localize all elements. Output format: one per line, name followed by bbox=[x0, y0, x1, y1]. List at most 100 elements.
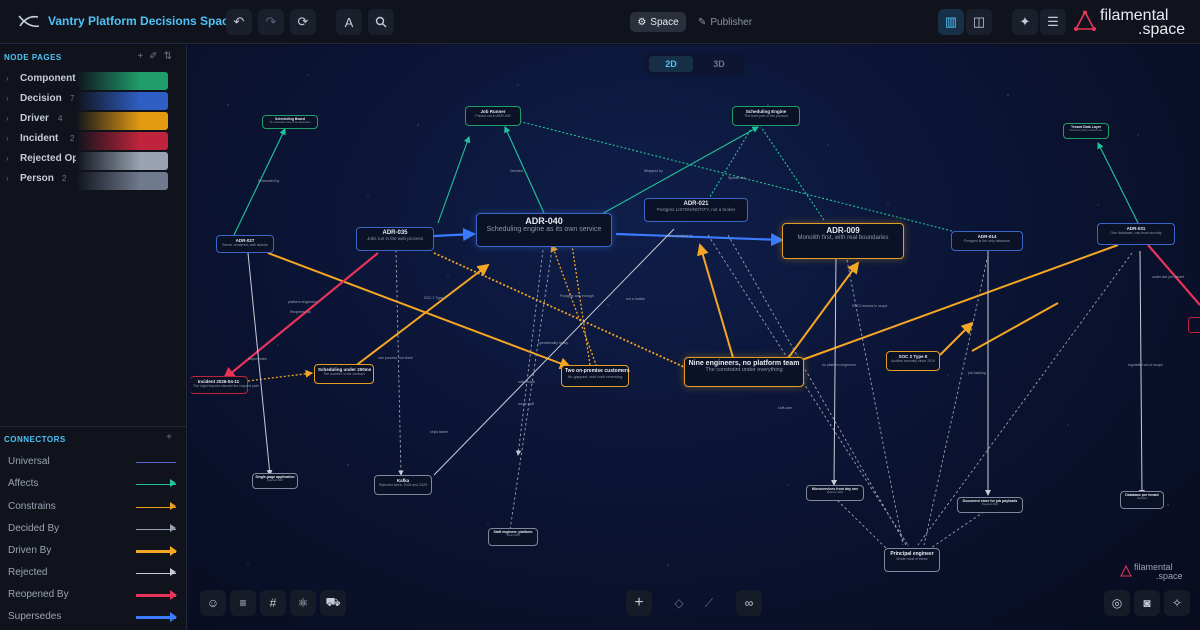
node-adr-021[interactable]: ADR-021 Postgres LISTEN/NOTIFY, not a br… bbox=[644, 198, 748, 222]
connector-affects[interactable]: Affects bbox=[0, 476, 187, 494]
redo-button[interactable]: ↷ bbox=[258, 9, 284, 35]
connector-driven-by[interactable]: Driven By bbox=[0, 543, 187, 561]
node-page-decision[interactable]: › Decision 7 bbox=[0, 91, 187, 110]
node-pages-actions[interactable]: +✐⇅ bbox=[137, 51, 178, 62]
chevron-right-icon[interactable]: › bbox=[6, 114, 9, 123]
triangle-logo-icon bbox=[1074, 10, 1096, 31]
menu-button[interactable]: ☰ bbox=[1040, 9, 1066, 35]
align-icon[interactable]: ≡ bbox=[230, 590, 256, 616]
connector-reopened-by[interactable]: Reopened By bbox=[0, 587, 187, 605]
node-adr-035[interactable]: ADR-035 Jobs run in the web process bbox=[356, 227, 434, 251]
view-mode-toggle[interactable]: 2D 3D bbox=[645, 53, 745, 75]
canvas-watermark: filamental .space bbox=[1120, 562, 1190, 582]
chevron-right-icon[interactable]: › bbox=[6, 134, 9, 143]
edge-label: shift-over bbox=[778, 406, 793, 410]
edge-label: job backlog bbox=[968, 371, 986, 375]
edge-label: ships faster bbox=[430, 430, 448, 434]
graph-canvas[interactable]: 2D 3D Scheduled by Decided Wrapped by Re… bbox=[188, 45, 1200, 630]
color-swatch[interactable] bbox=[76, 132, 168, 150]
node-database-per-tenant[interactable]: Database per tenant Rejected bbox=[1120, 491, 1164, 509]
node-page-person[interactable]: › Person 2 bbox=[0, 171, 187, 190]
edge-label: no platform engineers bbox=[822, 363, 856, 367]
pin-icon[interactable]: ✧ bbox=[1164, 590, 1190, 616]
search-icon bbox=[375, 16, 387, 28]
node-adr-014[interactable]: ADR-014 Postgres is the only datastore bbox=[951, 231, 1023, 251]
node-microservices[interactable]: Microservices from day one Rejected 2020 bbox=[806, 485, 864, 501]
app-logo-icon[interactable] bbox=[16, 12, 42, 32]
search-button[interactable] bbox=[368, 9, 394, 35]
right-panel-toggle-button[interactable]: ◫ bbox=[966, 9, 992, 35]
arrow-icon bbox=[170, 568, 176, 576]
refresh-button[interactable]: ⟳ bbox=[290, 9, 316, 35]
connect-icon[interactable]: ⟋ bbox=[704, 595, 714, 610]
undo-button[interactable]: ↶ bbox=[226, 9, 252, 35]
ai-sparkle-button[interactable]: ✦ bbox=[1012, 9, 1038, 35]
alien-icon[interactable]: ☺ bbox=[200, 590, 226, 616]
node-page-rejected-option[interactable]: › Rejected Option 5 bbox=[0, 151, 187, 170]
edge-label: Wrapped by bbox=[644, 169, 663, 173]
node-tenant-data-layer[interactable]: Tenant Data Layer Row-level policy enfor… bbox=[1063, 123, 1109, 139]
node-scheduling-under-200ms[interactable]: Scheduling under 200ms The number in the… bbox=[314, 364, 374, 384]
connector-rejected[interactable]: Rejected bbox=[0, 565, 187, 583]
node-soc-2-type-ii[interactable]: SOC 2 Type II Audited annually since 201… bbox=[886, 351, 940, 371]
color-swatch[interactable] bbox=[76, 92, 168, 110]
link-icon[interactable]: ∞ bbox=[736, 590, 762, 616]
node-adr-031[interactable]: ADR-031 One database, row-level security bbox=[1097, 223, 1175, 245]
color-swatch[interactable] bbox=[76, 72, 168, 90]
atom-icon[interactable]: ⚛ bbox=[290, 590, 316, 616]
connector-swatch bbox=[136, 507, 176, 508]
tab-publisher[interactable]: ✎ Publisher bbox=[697, 16, 753, 28]
color-swatch[interactable] bbox=[76, 112, 168, 130]
node-job-runner[interactable]: Job Runner Pissed out in ADR-040 bbox=[465, 106, 521, 126]
chevron-right-icon[interactable]: › bbox=[6, 174, 9, 183]
node-document-store[interactable]: Document store for job payloads Rejected… bbox=[957, 497, 1023, 513]
node-adr-009[interactable]: ADR-009 Monolith first, with real bounda… bbox=[782, 223, 904, 259]
gear-icon: ⚙ bbox=[637, 16, 647, 28]
chevron-right-icon[interactable]: › bbox=[6, 94, 9, 103]
node-page-incident[interactable]: › Incident 2 bbox=[0, 131, 187, 150]
node-page-component[interactable]: › Component 4 bbox=[0, 71, 187, 90]
hash-icon[interactable]: # bbox=[260, 590, 286, 616]
add-node-button[interactable]: + bbox=[626, 590, 652, 616]
connector-swatch bbox=[136, 550, 176, 553]
color-swatch[interactable] bbox=[76, 152, 168, 170]
view-3d-button[interactable]: 3D bbox=[713, 59, 725, 69]
chevron-right-icon[interactable]: › bbox=[6, 154, 9, 163]
tab-space[interactable]: ⚙ Space bbox=[630, 12, 686, 32]
node-scheduling-engine[interactable]: Scheduling Engine The hard part of the p… bbox=[732, 106, 800, 126]
chevron-right-icon[interactable]: › bbox=[6, 74, 9, 83]
connector-supersedes[interactable]: Supersedes bbox=[0, 609, 187, 627]
left-panel-toggle-button[interactable]: ▥ bbox=[938, 9, 964, 35]
node-scheduling-board[interactable]: Scheduling Board The interactive face of… bbox=[262, 115, 318, 129]
connector-decided-by[interactable]: Decided By bbox=[0, 521, 187, 539]
node-single-page-application[interactable]: Single-page application Rejected 2023 bbox=[252, 473, 298, 489]
car-icon[interactable]: ⛟ bbox=[320, 590, 346, 616]
add-connector-button[interactable]: + bbox=[166, 432, 178, 443]
node-offscreen-incident[interactable] bbox=[1188, 317, 1200, 333]
node-kafka[interactable]: Kafka Rejected twice, 2024 and 2025 bbox=[374, 475, 432, 495]
node-adr-027[interactable]: ADR-027 Server-rendered, with islands bbox=[216, 235, 274, 253]
camera-icon[interactable]: ◙ bbox=[1134, 590, 1160, 616]
view-2d-button[interactable]: 2D bbox=[649, 56, 693, 72]
edge-label: Postgres was enough bbox=[560, 294, 594, 298]
node-adr-040[interactable]: ADR-040 Scheduling engine as its own ser… bbox=[476, 213, 612, 247]
edge-label: Spread out bbox=[728, 176, 746, 180]
fingerprint-icon[interactable]: ◎ bbox=[1104, 590, 1130, 616]
space-title[interactable]: Vantry Platform Decisions Space bbox=[48, 14, 236, 28]
connector-constrains[interactable]: Constrains bbox=[0, 499, 187, 517]
node-nine-engineers[interactable]: Nine engineers, no platform team The con… bbox=[684, 357, 804, 387]
select-icon[interactable]: ◇ bbox=[674, 596, 684, 610]
node-page-driver[interactable]: › Driver 4 bbox=[0, 111, 187, 130]
node-incident-2026-04-11[interactable]: Incident 2026-04-11 The night imports st… bbox=[190, 376, 259, 394]
connector-swatch bbox=[136, 529, 176, 530]
node-principal-engineer[interactable]: Principal engineer Wrote most of these bbox=[884, 548, 940, 572]
text-tool-button[interactable]: A bbox=[336, 9, 362, 35]
node-two-on-premise[interactable]: Two on-premise customers Air-gapped, and… bbox=[561, 365, 630, 387]
color-swatch[interactable] bbox=[76, 172, 168, 190]
node-staff-engineer[interactable]: Staff engineer, platform Joined 2025 bbox=[488, 528, 538, 546]
connector-universal[interactable]: Universal bbox=[0, 454, 187, 472]
connector-swatch bbox=[136, 616, 176, 619]
arrow-icon bbox=[170, 524, 176, 532]
edge-label: rolled back bbox=[518, 380, 535, 384]
connector-swatch bbox=[136, 594, 176, 597]
